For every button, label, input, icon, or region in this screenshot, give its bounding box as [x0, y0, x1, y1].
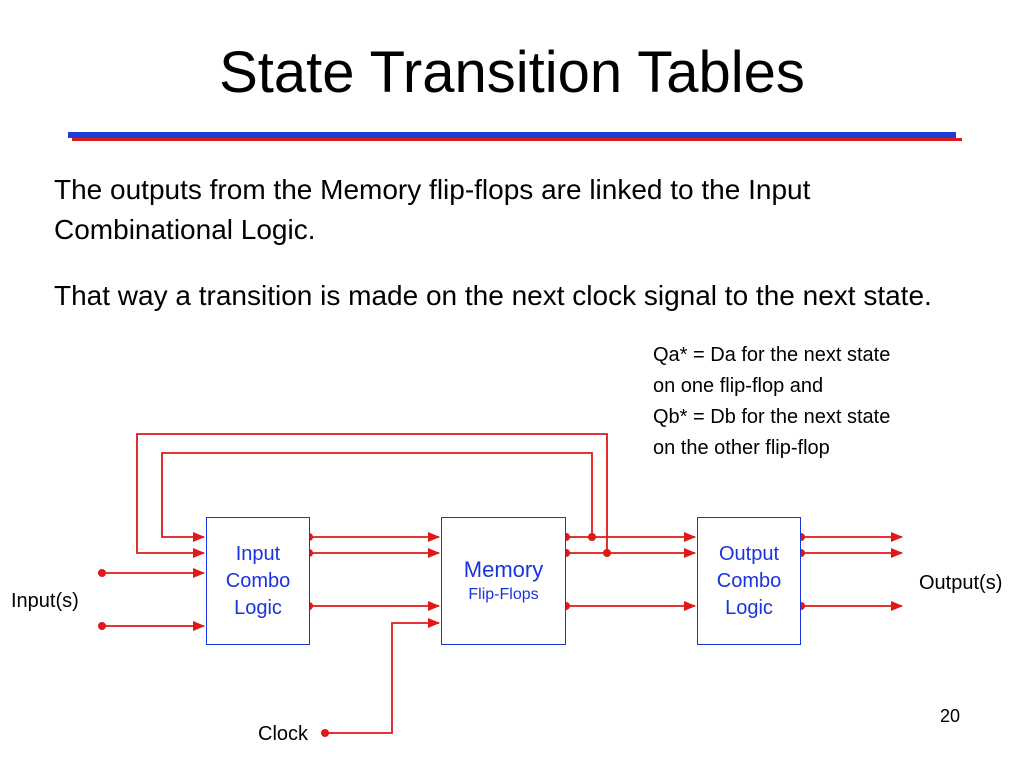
- page-number: 20: [940, 706, 961, 726]
- input-combo-logic-block: Input Combo Logic: [206, 517, 310, 645]
- paragraph-1: The outputs from the Memory flip-flops a…: [54, 174, 811, 245]
- slide-title: State Transition Tables: [219, 40, 805, 105]
- feedback-wire-inner: [161, 452, 593, 542]
- note-line-2: on one flip-flop and: [653, 375, 824, 397]
- clock-terminal: [321, 729, 329, 737]
- note-line-4: on the other flip-flop: [653, 437, 830, 459]
- input-terminal-2: [98, 622, 106, 630]
- clock-label: Clock: [258, 723, 309, 745]
- memory-block-subtitle: Flip-Flops: [468, 586, 539, 603]
- paragraph-2: That way a transition is made on the nex…: [54, 280, 932, 311]
- input-block-line-1: Input: [235, 542, 281, 565]
- inputs-label: Input(s): [11, 590, 79, 612]
- output-block-line-3: Logic: [725, 596, 773, 619]
- note-line-1: Qa* = Da for the next state: [653, 344, 891, 366]
- feedback-junction-outer: [603, 549, 611, 557]
- input-terminal-1: [98, 569, 106, 577]
- clock-wire: [325, 618, 440, 734]
- note-line-3: Qb* = Db for the next state: [653, 406, 891, 428]
- title-rule-red: [72, 138, 962, 141]
- output-combo-logic-block: Output Combo Logic: [697, 517, 801, 645]
- output-block-line-1: Output: [718, 542, 780, 565]
- memory-block-title: Memory: [463, 557, 544, 582]
- feedback-junction-inner: [588, 533, 596, 541]
- title-rule-blue: [68, 132, 956, 138]
- outputs-label: Output(s): [919, 572, 1003, 594]
- output-block-line-2: Combo: [716, 569, 782, 592]
- flip-flop-note: Qa* = Da for the next state on one flip-…: [653, 340, 983, 464]
- input-block-line-3: Logic: [234, 596, 282, 619]
- input-block-line-2: Combo: [225, 569, 291, 592]
- feedback-wire-outer: [136, 433, 608, 558]
- memory-flip-flops-block: Memory Flip-Flops: [441, 517, 566, 645]
